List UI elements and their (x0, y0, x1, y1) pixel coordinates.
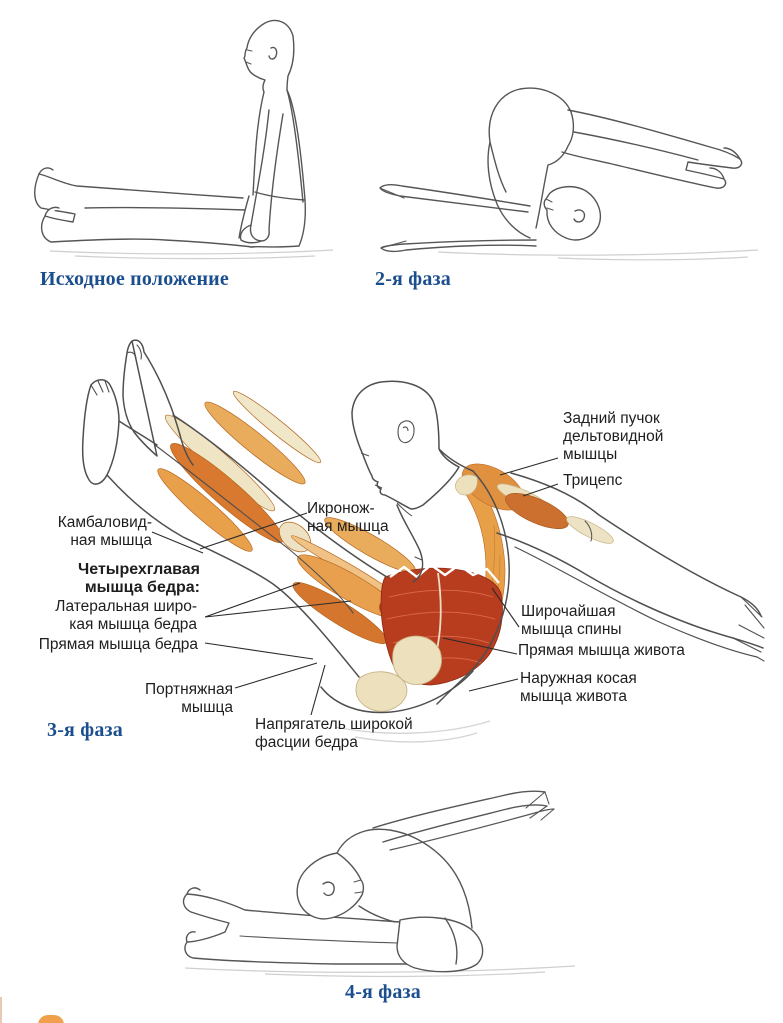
label-rectus-femoris: Прямая мышца бедра (38, 636, 198, 653)
caption-start-position: Исходное положение (40, 268, 229, 290)
caption-phase2: 2-я фаза (375, 268, 451, 290)
label-triceps: Трицепс (563, 472, 623, 489)
page-bottom-orange-artifact (38, 1015, 64, 1023)
label-tensor-fasciae-latae: Напрягатель широкой фасции бедра (255, 716, 413, 751)
label-vastus-lateralis: Латеральная широ- кая мышца бедра (55, 598, 197, 633)
leader-lines (151, 457, 559, 716)
pelvis-bones (355, 635, 442, 712)
label-sartorius: Портняжная мышца (144, 681, 233, 716)
caption-phase4: 4-я фаза (345, 981, 421, 1003)
label-gastrocnemius: Икронож- ная мышца (307, 500, 389, 535)
label-quadriceps-header: Четырехглавая мышца бедра: (78, 561, 200, 597)
figure-phase3-anatomy-illustration (81, 339, 765, 743)
ground-shading (49, 249, 334, 260)
label-posterior-deltoid: Задний пучок дельтовидной мышцы (563, 410, 664, 463)
figure-start-position-illustration (34, 19, 334, 260)
label-rectus-abdominis: Прямая мышца живота (518, 642, 685, 659)
ground-shading (334, 720, 491, 743)
label-latissimus-dorsi: Широчайшая мышца спины (521, 603, 622, 638)
ground-shading (184, 965, 576, 978)
body-outline (81, 339, 765, 714)
label-soleus: Камбаловид- ная мышца (57, 514, 152, 549)
label-external-oblique: Наружная косая мышца живота (520, 670, 637, 705)
page-edge-line (0, 997, 2, 1023)
caption-phase3: 3-я фаза (47, 719, 123, 741)
head (351, 380, 460, 517)
figure-phase4-illustration (182, 790, 576, 978)
ground-shading (437, 249, 759, 261)
figure-phase2-illustration (379, 87, 759, 261)
